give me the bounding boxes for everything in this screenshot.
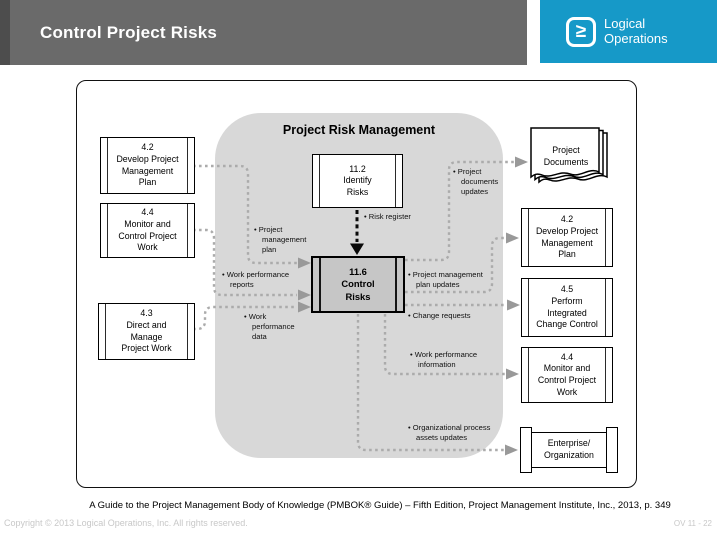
label-risk-register: • Risk register: [364, 212, 411, 221]
project-documents-label: Project Documents: [543, 145, 589, 167]
process-box-direct-manage: 4.3 Direct and Manage Project Work: [98, 303, 195, 360]
enterprise-bar-left: [520, 427, 532, 473]
logo-line1: Logical: [604, 15, 646, 31]
label-organizational-process-assets-updates: • Organizational process assets updates: [408, 423, 491, 443]
diagram-title: Project Risk Management: [282, 123, 436, 137]
project-documents-icon: [530, 127, 608, 184]
logo-line2: Operations: [604, 30, 668, 46]
header-accent-strip: [0, 0, 10, 65]
process-box-control-risks: 11.6 Control Risks: [311, 256, 405, 313]
logo-wordmark: Logical Operations: [604, 15, 668, 46]
copyright-text: Copyright © 2013 Logical Operations, Inc…: [4, 518, 248, 528]
label-project-management-plan: • Project management plan: [254, 225, 307, 255]
process-box-monitor-control-left: 4.4 Monitor and Control Project Work: [100, 203, 195, 258]
process-box-develop-pmp-right: 4.2 Develop Project Management Plan: [521, 208, 613, 267]
enterprise-organization-label: Enterprise/ Organization: [525, 432, 613, 468]
label-project-documents-updates: • Project documents updates: [453, 167, 499, 197]
label-project-management-plan-updates: • Project management plan updates: [408, 270, 483, 290]
slide-number: OV 11 - 22: [673, 519, 712, 528]
process-box-monitor-control-right: 4.4 Monitor and Control Project Work: [521, 347, 613, 403]
label-work-performance-data: • Work performance data: [244, 312, 295, 342]
process-box-develop-pmp-left: 4.2 Develop Project Management Plan: [100, 137, 195, 194]
header-bar: Control Project Risks: [10, 0, 527, 65]
label-change-requests: • Change requests: [408, 311, 471, 320]
page-title: Control Project Risks: [40, 22, 218, 42]
label-work-performance-reports: • Work performance reports: [222, 270, 290, 290]
process-box-identify-risks: 11.2 Identify Risks: [312, 154, 403, 208]
enterprise-bar-right: [606, 427, 618, 473]
label-work-performance-information: • Work performance information: [410, 350, 478, 370]
logo-block: ≥ Logical Operations: [540, 0, 717, 63]
process-box-perform-integrated-change-control: 4.5 Perform Integrated Change Control: [521, 278, 613, 337]
citation-text: A Guide to the Project Management Body o…: [89, 500, 671, 511]
logical-operations-logo-icon: ≥: [566, 16, 596, 47]
enterprise-organization-shape: Enterprise/ Organization: [520, 427, 618, 473]
